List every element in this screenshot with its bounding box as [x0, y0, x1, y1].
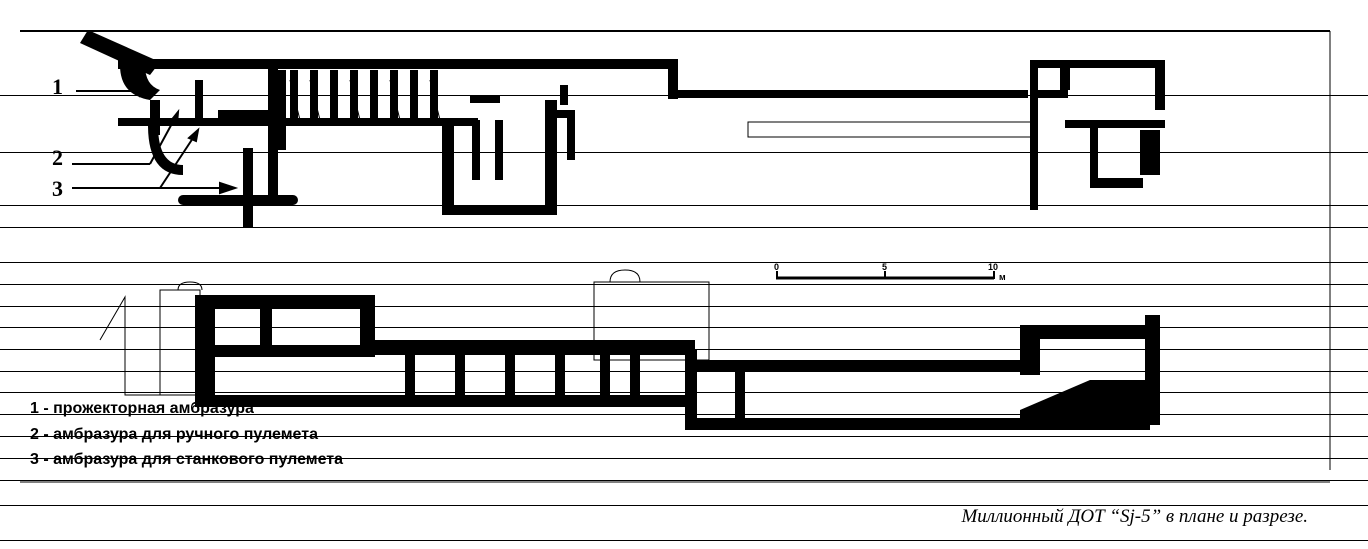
scale-bar: [776, 271, 995, 280]
section-view: [195, 295, 1160, 430]
plan-view: [80, 30, 1165, 228]
legend-item-1: 1 - прожекторная амбразура: [30, 400, 254, 417]
callout-2: 2: [52, 145, 63, 170]
figure-caption: Миллионный ДОТ “Sj-5” в плане и разрезе.: [961, 506, 1308, 527]
frame: [20, 30, 1331, 483]
scale-tick-0: 0: [774, 262, 780, 272]
callout-1: 1: [52, 74, 63, 99]
callout-arrows: [72, 84, 239, 195]
scale-tick-5: 5: [882, 262, 888, 272]
scale-tick-10: 10: [988, 262, 999, 272]
legend-item-3: 3 - амбразура для станкового пулемета: [30, 451, 344, 468]
callout-3: 3: [52, 176, 63, 201]
legend-item-2: 2 - амбразура для ручного пулемета: [30, 426, 318, 443]
section-outlines: [99, 269, 710, 396]
scale-unit: м: [999, 272, 1006, 282]
corridor-hatching: [289, 79, 1034, 138]
